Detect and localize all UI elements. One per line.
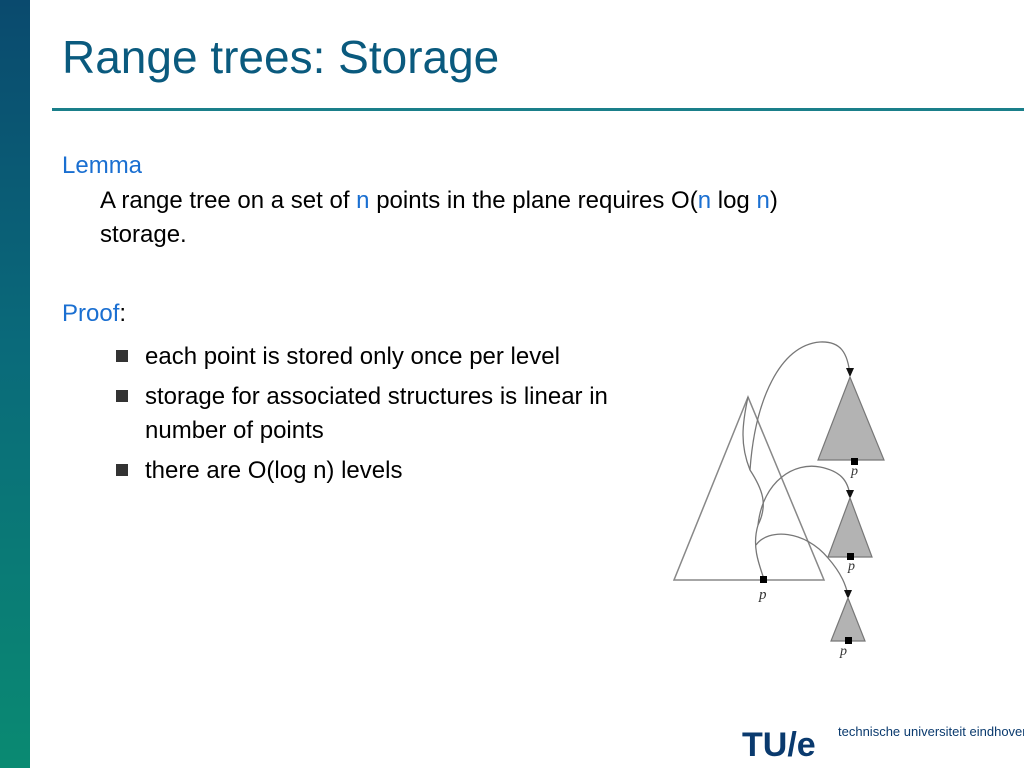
assoc-tree-2 <box>827 496 873 558</box>
arrow-to-assoc-1 <box>749 341 851 471</box>
variable-n: n <box>697 187 712 214</box>
bullet-item: there are O(log n) levels <box>116 454 646 488</box>
point-label: p <box>847 559 855 574</box>
range-tree-diagram: p p p p <box>672 341 885 659</box>
point-marker <box>845 637 852 644</box>
point-marker <box>760 576 767 583</box>
arrow-to-assoc-3 <box>755 533 849 596</box>
point-label: p <box>839 644 847 659</box>
main-tree-triangle <box>672 395 826 581</box>
assoc-tree-1 <box>817 375 885 461</box>
assoc-tree-3 <box>830 596 866 642</box>
proof-label: Proof: <box>62 300 127 327</box>
point-marker <box>851 458 858 465</box>
arrow-to-assoc-2 <box>757 465 851 526</box>
square-bullet-icon <box>116 350 128 362</box>
point-label: p <box>758 587 767 603</box>
variable-n: n <box>756 187 770 214</box>
lemma-label: Lemma <box>62 152 143 179</box>
logo-mark: TU/e <box>742 726 816 764</box>
bullet-item: storage for associated structures is lin… <box>116 380 646 448</box>
side-bar <box>0 0 30 768</box>
variable-n: n <box>356 187 370 214</box>
bullet-item: each point is stored only once per level <box>116 340 646 374</box>
tue-logo: TU/e <box>742 726 816 764</box>
square-bullet-icon <box>116 390 128 402</box>
arrowhead-icon <box>844 590 852 599</box>
institution-name: technische universiteit eindhoven <box>838 724 1024 739</box>
proof-bullet-list: each point is stored only once per level… <box>116 340 646 494</box>
square-bullet-icon <box>116 464 128 476</box>
arrowhead-icon <box>846 490 854 499</box>
title-rule <box>52 108 1024 111</box>
point-label: p <box>850 464 858 479</box>
point-marker <box>847 553 854 560</box>
arrowhead-icon <box>846 368 854 377</box>
search-path <box>742 396 765 580</box>
lemma-text: A range tree on a set of n points in the… <box>100 187 778 248</box>
page-title: Range trees: Storage <box>62 31 500 83</box>
